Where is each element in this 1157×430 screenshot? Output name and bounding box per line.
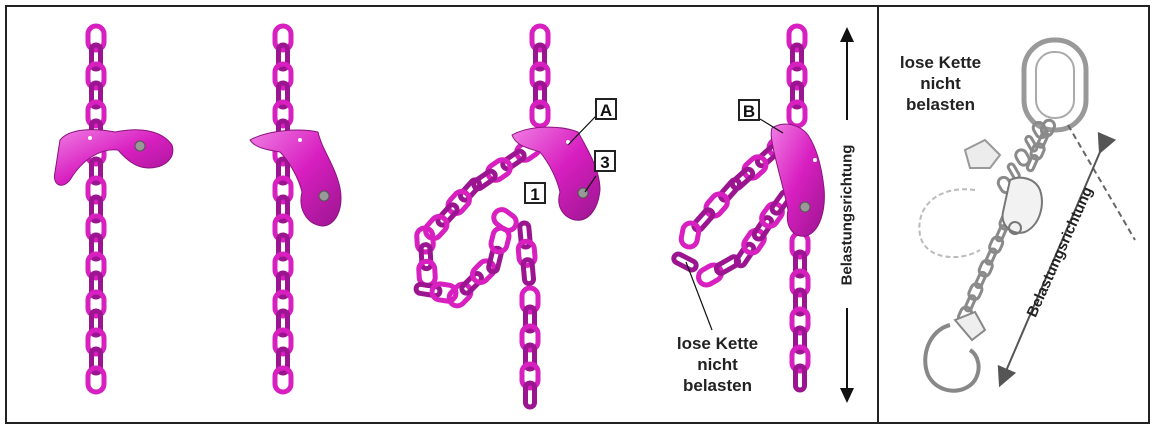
chain-link-icon (703, 191, 731, 220)
callout-b: B (738, 99, 760, 121)
slack-chain-label: lose Kette nicht belasten (660, 333, 775, 396)
callout-a: A (595, 98, 617, 120)
chain-link-icon (1014, 148, 1032, 167)
direction-label-vertical: Belastungsrichtung (839, 145, 856, 286)
slack-label-line2: nicht (660, 354, 775, 375)
chain-link-icon (680, 222, 700, 249)
chain-link-icon (1025, 135, 1038, 152)
chain-link-icon (692, 208, 715, 232)
callout-one: 1 (524, 182, 546, 204)
sketch-slack-label-line1: lose Kette (888, 52, 993, 73)
slack-label-line1: lose Kette (660, 333, 775, 354)
sketch-slack-chain-label: lose Kette nicht belasten (888, 52, 993, 115)
slack-label-line3: belasten (660, 375, 775, 396)
chain-link-icon (719, 178, 742, 202)
callout-three: 3 (594, 150, 616, 172)
sketch-slack-label-line2: nicht (888, 73, 993, 94)
sketch-slack-label-line3: belasten (888, 94, 993, 115)
chain-link-icon (672, 252, 697, 271)
